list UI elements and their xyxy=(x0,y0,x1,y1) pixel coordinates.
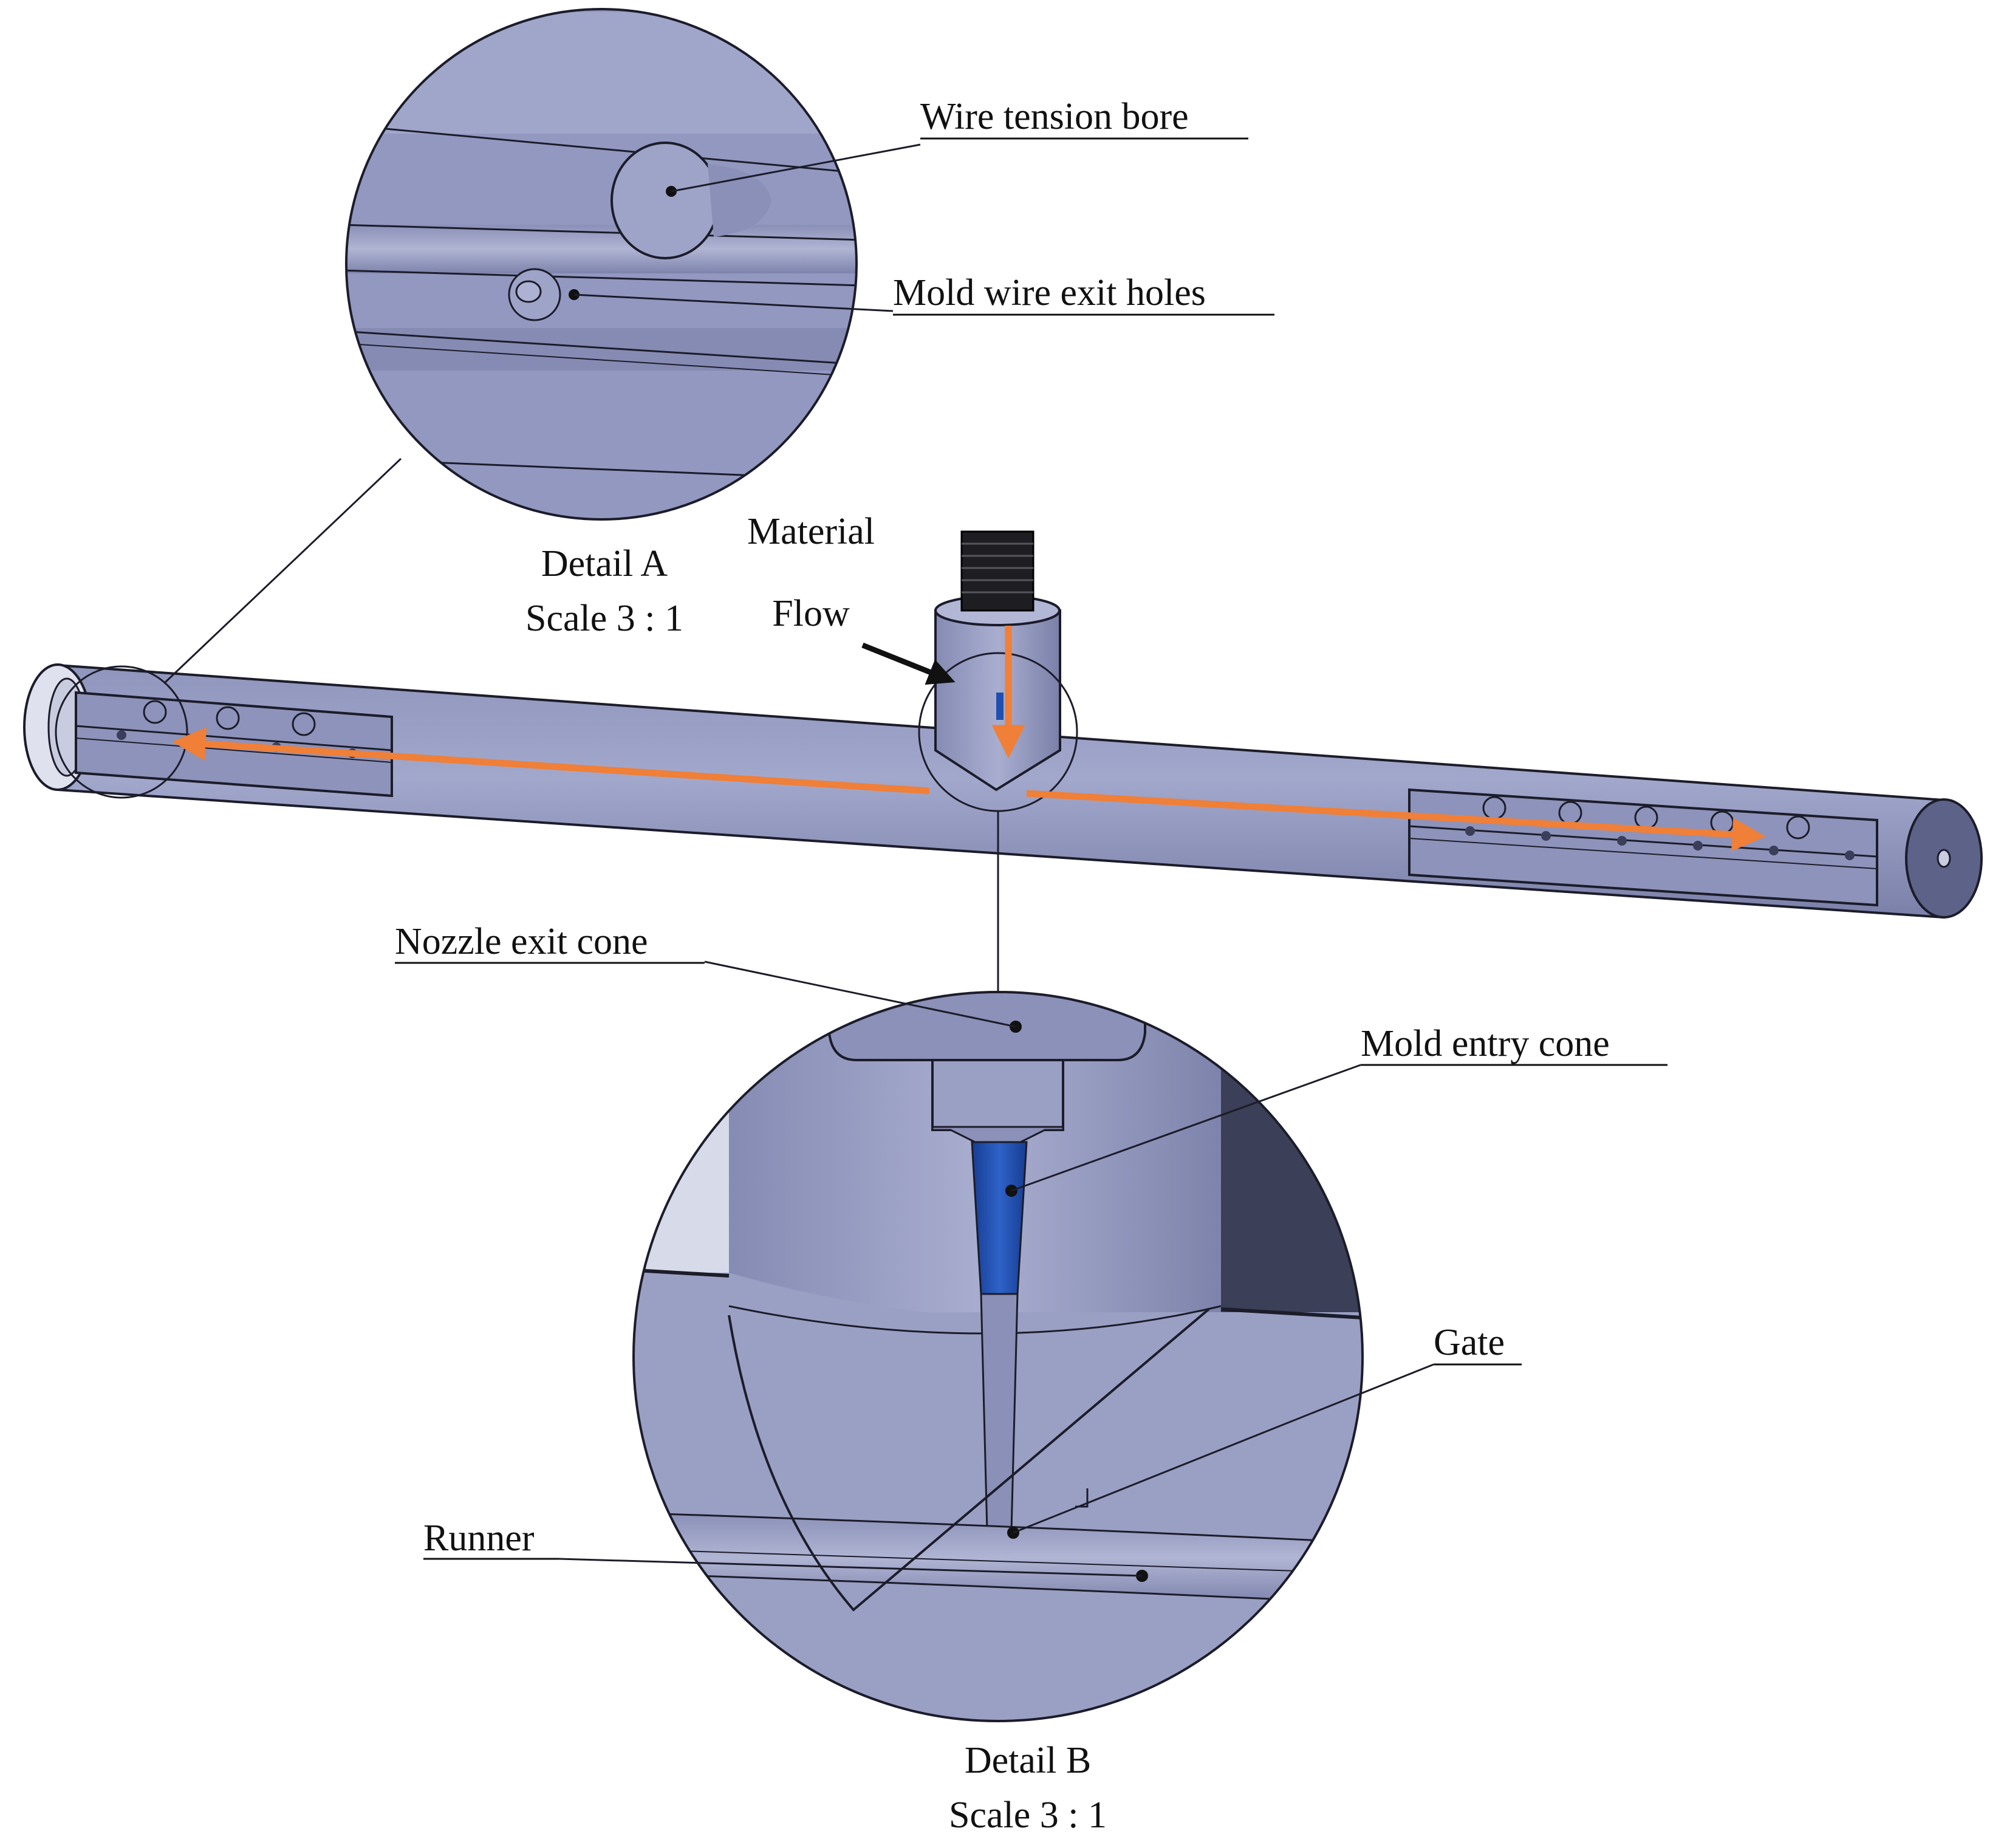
nozzle-thread xyxy=(960,530,1034,612)
mold-wire-exit-holes-label: Mold wire exit holes xyxy=(893,272,1206,313)
flow-label: Flow xyxy=(772,593,850,634)
label-wire-tension-bore: Wire tension bore xyxy=(920,96,1248,140)
bar-right-end-hole xyxy=(1937,849,1951,868)
detail-b-scale: Scale 3 : 1 xyxy=(949,1795,1107,1836)
runner-label: Runner xyxy=(423,1518,535,1559)
mold-entry-cone-shape xyxy=(971,1141,1028,1295)
detail-b-title: Detail B xyxy=(965,1740,1091,1781)
flow-arrow-right xyxy=(1026,790,1766,852)
gate-label: Gate xyxy=(1434,1322,1505,1363)
detail-b-view xyxy=(558,960,1434,1722)
nozzle-exit-cone-shape xyxy=(828,992,1146,1061)
wire-tension-bore-label: Wire tension bore xyxy=(920,96,1189,137)
detail-a-title: Detail A xyxy=(541,543,668,584)
label-runner: Runner xyxy=(423,1518,559,1560)
label-mold-wire-exit-holes: Mold wire exit holes xyxy=(893,272,1274,316)
flow-arrow-left xyxy=(172,727,930,795)
material-label: Material xyxy=(747,511,875,552)
mold-body xyxy=(23,530,1983,919)
label-mold-entry-cone: Mold entry cone xyxy=(1361,1023,1667,1066)
flow-arrows xyxy=(172,626,1766,852)
detail-a-view xyxy=(345,8,921,521)
nozzle-exit-cone-label: Nozzle exit cone xyxy=(395,921,648,962)
runner-shape xyxy=(634,1511,1363,1605)
mold-entry-cone-label: Mold entry cone xyxy=(1361,1023,1610,1064)
label-nozzle-exit-cone: Nozzle exit cone xyxy=(395,921,705,964)
detail-a-connector xyxy=(163,457,402,685)
material-pointer-arrow xyxy=(861,642,956,685)
wire-tension-bore-shape xyxy=(610,142,720,259)
nozzle xyxy=(934,530,1061,792)
gate-shape xyxy=(980,1293,1019,1532)
detail-a-scale: Scale 3 : 1 xyxy=(525,598,683,639)
label-gate: Gate xyxy=(1434,1322,1522,1366)
